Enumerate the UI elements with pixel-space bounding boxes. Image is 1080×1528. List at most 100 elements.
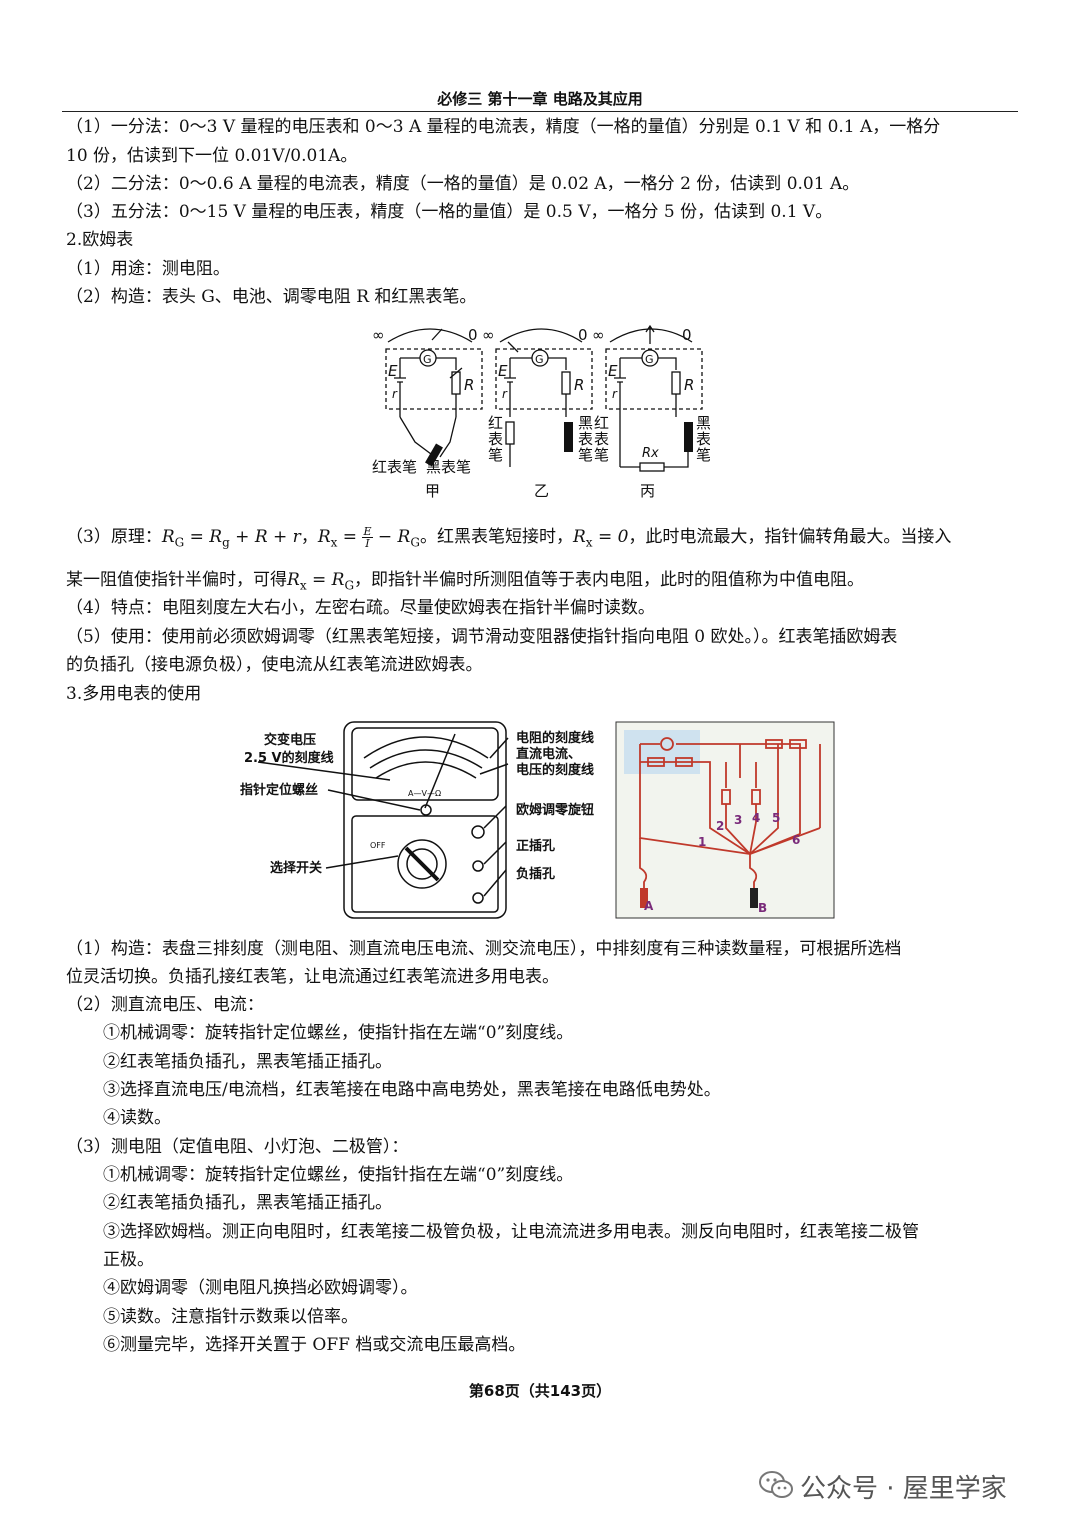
dc-scale-label: 直流电流、 bbox=[516, 746, 581, 762]
emf-label: E bbox=[388, 362, 398, 380]
zero-label: 0 bbox=[578, 326, 588, 344]
ohm-knob-label: 欧姆调零旋钮 bbox=[516, 802, 594, 818]
zero-label: 0 bbox=[468, 326, 478, 344]
text-line: （2）二分法：0～0.6 A 量程的电流表，精度（一格的量值）是 0.02 A，… bbox=[66, 174, 860, 194]
infinity-label: ∞ bbox=[372, 326, 385, 344]
step-item: ④欧姆调零（测电阻凡换挡必欧姆调零）。 bbox=[103, 1278, 418, 1298]
negative-jack-label: 负插孔 bbox=[516, 866, 555, 882]
galvanometer-label: G bbox=[535, 353, 544, 366]
text-line: （4）特点：电阻刻度左大右小，左密右疏。尽量使欧姆表在指针半偏时读数。 bbox=[66, 598, 655, 618]
pointer-screw-label: 指针定位螺丝 bbox=[240, 782, 318, 798]
text-line: 的负插孔（接电源负极），使电流从红表笔流进欧姆表。 bbox=[66, 655, 483, 675]
step-item: ②红表笔插负插孔，黑表笔插正插孔。 bbox=[103, 1052, 392, 1072]
internal-r-label: r bbox=[502, 387, 508, 401]
infinity-label: ∞ bbox=[592, 326, 605, 344]
red-pen-label: 表 bbox=[594, 430, 609, 448]
black-pen-label: 笔 bbox=[578, 446, 593, 464]
black-pen-label: 黑 bbox=[696, 414, 710, 432]
terminal-5: 5 bbox=[772, 811, 780, 825]
wechat-icon bbox=[759, 1471, 793, 1498]
principle-text: 某一阻值使指针半偏时，可得 bbox=[66, 570, 287, 590]
black-pen-label: 表 bbox=[578, 430, 593, 448]
text-line: （3）五分法：0～15 V 量程的电压表，精度（一格的量值）是 0.5 V，一格… bbox=[66, 202, 833, 222]
internal-r-label: r bbox=[392, 387, 398, 401]
probe-a-label: A bbox=[644, 899, 654, 913]
emf-label: E bbox=[498, 362, 508, 380]
multimeter-figure: 交变电压 2.5 V的刻度线 指针定位螺丝 选择开关 电阻的刻度线 直流电流、 … bbox=[240, 721, 835, 919]
principle-line-2: 某一阻值使指针半偏时，可得Rx = RG，即指针半偏时所测阻值等于表内电阻，此时… bbox=[66, 569, 864, 596]
step-item: ②红表笔插负插孔，黑表笔插正插孔。 bbox=[103, 1193, 392, 1213]
step-item: ⑤读数。注意指针示数乘以倍率。 bbox=[103, 1307, 358, 1327]
red-pen-label: 红 bbox=[488, 414, 503, 432]
caption-yi: 乙 bbox=[534, 482, 549, 500]
caption-bing: 丙 bbox=[640, 482, 655, 500]
step-item: ⑥测量完毕，选择开关置于 OFF 档或交流电压最高档。 bbox=[103, 1335, 526, 1355]
formula-rx-rg: Rx = RG bbox=[287, 570, 355, 593]
step-item: ④读数。 bbox=[103, 1108, 171, 1128]
ohmmeter-circuit-figure: ∞ 0 ∞ 0 ∞ 0 G G G E E E R R R r r r 红表笔 … bbox=[372, 324, 710, 500]
red-pen-label: 红表笔 bbox=[372, 458, 417, 476]
section-heading: 3.多用电表的使用 bbox=[66, 684, 202, 704]
terminal-4: 4 bbox=[752, 811, 760, 825]
galvanometer-label: G bbox=[423, 353, 432, 366]
text-line: （2）测直流电压、电流： bbox=[66, 995, 264, 1015]
text-line: 位灵活切换。负插孔接红表笔，让电流通过红表笔流进多用电表。 bbox=[66, 967, 559, 987]
terminal-1: 1 bbox=[698, 835, 706, 849]
watermark-text: 公众号 · 屋里学家 bbox=[800, 1474, 1007, 1504]
text-line: （1）构造：表盘三排刻度（测电阻、测直流电压电流、测交流电压），中排刻度有三种读… bbox=[66, 939, 902, 959]
ac-label: 交变电压 bbox=[264, 732, 316, 748]
black-pen-label: 笔 bbox=[696, 446, 710, 464]
off-label: OFF bbox=[370, 841, 386, 850]
step-item: 正极。 bbox=[103, 1250, 154, 1270]
principle-text: ，此时电流最大，指针偏转角最大。当接入 bbox=[628, 527, 952, 547]
red-pen-label: 红 bbox=[594, 414, 609, 432]
infinity-label: ∞ bbox=[482, 326, 495, 344]
resistor-label: R bbox=[464, 376, 474, 394]
red-pen-label: 表 bbox=[488, 430, 503, 448]
black-pen-label: 表 bbox=[696, 430, 710, 448]
text-line: （1）用途：测电阻。 bbox=[66, 259, 230, 279]
resistor-label: R bbox=[574, 376, 584, 394]
text-line: （5）使用：使用前必须欧姆调零（红黑表笔短接，调节滑动变阻器使指针指向电阻 0 … bbox=[66, 627, 898, 647]
probe-b-label: B bbox=[758, 901, 767, 915]
avo-label: A—V—Ω bbox=[408, 789, 441, 798]
step-item: ③选择欧姆档。测正向电阻时，红表笔接二极管负极，让电流流进多用电表。测反向电阻时… bbox=[103, 1222, 919, 1242]
watermark: 公众号 · 屋里学家 bbox=[758, 1466, 1058, 1506]
red-pen-label: 笔 bbox=[594, 446, 609, 464]
resistance-scale-label: 电阻的刻度线 bbox=[516, 730, 594, 746]
formula-rg: RG = Rg + R + r bbox=[161, 527, 301, 550]
selector-label: 选择开关 bbox=[270, 860, 322, 876]
text-line: （1）一分法：0～3 V 量程的电压表和 0～3 A 量程的电流表，精度（一格的… bbox=[66, 117, 941, 137]
black-pen-label: 黑表笔 bbox=[426, 458, 471, 476]
galvanometer-label: G bbox=[645, 353, 654, 366]
step-item: ③选择直流电压/电流档，红表笔接在电路中高电势处，黑表笔接在电路低电势处。 bbox=[103, 1080, 721, 1100]
principle-prefix: （3）原理： bbox=[66, 527, 162, 547]
terminal-6: 6 bbox=[792, 833, 800, 847]
dc-scale-label-2: 电压的刻度线 bbox=[516, 762, 594, 778]
page-header: 必修三 第十一章 电路及其应用 bbox=[437, 90, 643, 108]
principle-text: ，即指针半偏时所测阻值等于表内电阻，此时的阻值称为中值电阻。 bbox=[354, 570, 865, 590]
zero-label: 0 bbox=[682, 326, 692, 344]
text-line: 10 份，估读到下一位 0.01V/0.01A。 bbox=[66, 146, 358, 166]
section-heading: 2.欧姆表 bbox=[66, 230, 134, 250]
header-rule bbox=[62, 111, 1018, 112]
formula-rx-zero: Rx = 0 bbox=[572, 527, 629, 550]
step-item: ①机械调零：旋转指针定位螺丝，使指针指在左端“0”刻度线。 bbox=[103, 1023, 574, 1043]
step-item: ①机械调零：旋转指针定位螺丝，使指针指在左端“0”刻度线。 bbox=[103, 1165, 574, 1185]
principle-text: 。红黑表笔短接时， bbox=[419, 527, 573, 547]
red-pen-label: 笔 bbox=[488, 446, 503, 464]
positive-jack-label: 正插孔 bbox=[516, 838, 555, 854]
caption-jia: 甲 bbox=[425, 482, 440, 500]
formula-rx-rest: − RG bbox=[372, 527, 420, 550]
emf-label: E bbox=[608, 362, 618, 380]
text-line: （3）测电阻（定值电阻、小灯泡、二极管）： bbox=[66, 1137, 409, 1157]
ac-label-2: 2.5 V的刻度线 bbox=[244, 750, 334, 766]
black-pen-label: 黑 bbox=[578, 414, 593, 432]
internal-r-label: r bbox=[612, 387, 618, 401]
terminal-2: 2 bbox=[716, 819, 724, 833]
resistor-label: R bbox=[684, 376, 694, 394]
text-line: （2）构造：表头 G、电池、调零电阻 R 和红黑表笔。 bbox=[66, 287, 477, 307]
rx-label: Rx bbox=[642, 446, 659, 461]
